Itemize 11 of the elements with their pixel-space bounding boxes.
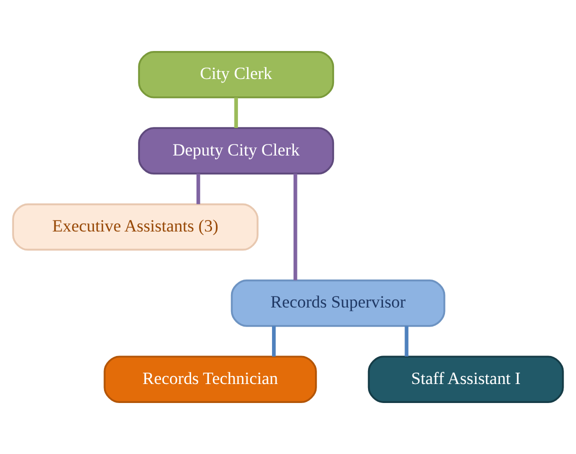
node-box: Records Technician (104, 356, 317, 403)
node-box: Executive Assistants (3) (12, 203, 259, 251)
node-box: Deputy City Clerk (138, 127, 334, 174)
connector (272, 326, 276, 357)
node-box: City Clerk (138, 51, 334, 98)
node-box: Staff Assistant I (368, 356, 564, 403)
connector (196, 174, 200, 204)
node-box: Records Supervisor (230, 280, 446, 327)
connector (234, 98, 238, 128)
connector (404, 326, 408, 357)
connector (294, 174, 298, 280)
